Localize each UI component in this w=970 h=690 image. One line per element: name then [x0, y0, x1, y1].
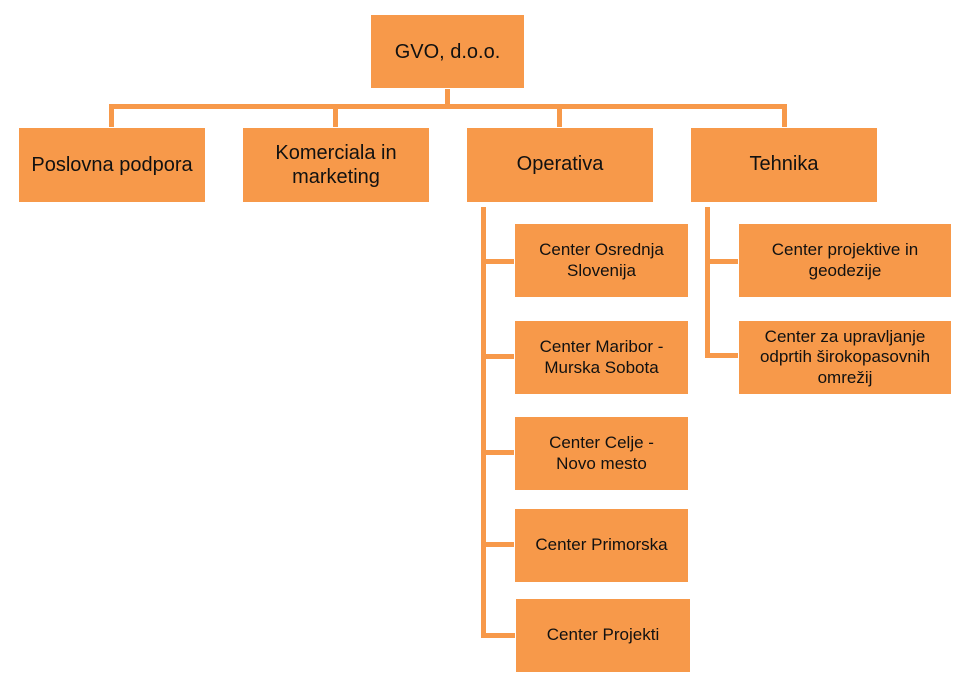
unit-label: Center za upravljanje odprtih širokopaso…	[759, 326, 931, 387]
root-label: GVO, d.o.o.	[394, 40, 501, 63]
operativa-branch-connector	[481, 450, 515, 455]
unit-label: Center Primorska	[535, 535, 668, 555]
root-node: GVO, d.o.o.	[370, 14, 525, 89]
department-node-poslovna-podpora: Poslovna podpora	[18, 127, 206, 203]
department-label: Operativa	[516, 153, 604, 175]
unit-node-projektive-geodezije: Center projektive in geodezije	[738, 223, 952, 298]
tehnika-branch-connector	[705, 353, 739, 358]
unit-node-osrednja-slovenija: Center Osrednja Slovenija	[514, 223, 689, 298]
department-label: Komerciala in marketing	[275, 142, 397, 188]
unit-label: Center projektive in geodezije	[771, 240, 919, 280]
unit-node-celje-novo-mesto: Center Celje - Novo mesto	[514, 416, 689, 491]
unit-node-sirokopasovna-omrezja: Center za upravljanje odprtih širokopaso…	[738, 320, 952, 395]
operativa-branch-connector	[481, 633, 515, 638]
department-drop-connector	[557, 104, 562, 128]
department-drop-connector	[109, 104, 114, 128]
department-node-operativa: Operativa	[466, 127, 654, 203]
operativa-spine-connector	[481, 207, 486, 638]
unit-label: Center Maribor - Murska Sobota	[539, 337, 664, 377]
unit-node-projekti: Center Projekti	[515, 598, 691, 673]
department-node-komerciala: Komerciala in marketing	[242, 127, 430, 203]
department-bus-connector	[109, 104, 787, 109]
department-label: Poslovna podpora	[31, 154, 193, 176]
unit-label: Center Osrednja Slovenija	[539, 240, 664, 280]
unit-node-primorska: Center Primorska	[514, 508, 689, 583]
department-node-tehnika: Tehnika	[690, 127, 878, 203]
department-drop-connector	[333, 104, 338, 128]
operativa-branch-connector	[481, 259, 515, 264]
unit-node-maribor-murska-sobota: Center Maribor - Murska Sobota	[514, 320, 689, 395]
department-label: Tehnika	[749, 153, 819, 175]
department-drop-connector	[782, 104, 787, 128]
tehnika-branch-connector	[705, 259, 739, 264]
root-stem-connector	[445, 88, 450, 105]
operativa-branch-connector	[481, 542, 515, 547]
unit-label: Center Celje - Novo mesto	[549, 433, 654, 473]
operativa-branch-connector	[481, 354, 515, 359]
tehnika-spine-connector	[705, 207, 710, 358]
unit-label: Center Projekti	[546, 625, 660, 645]
